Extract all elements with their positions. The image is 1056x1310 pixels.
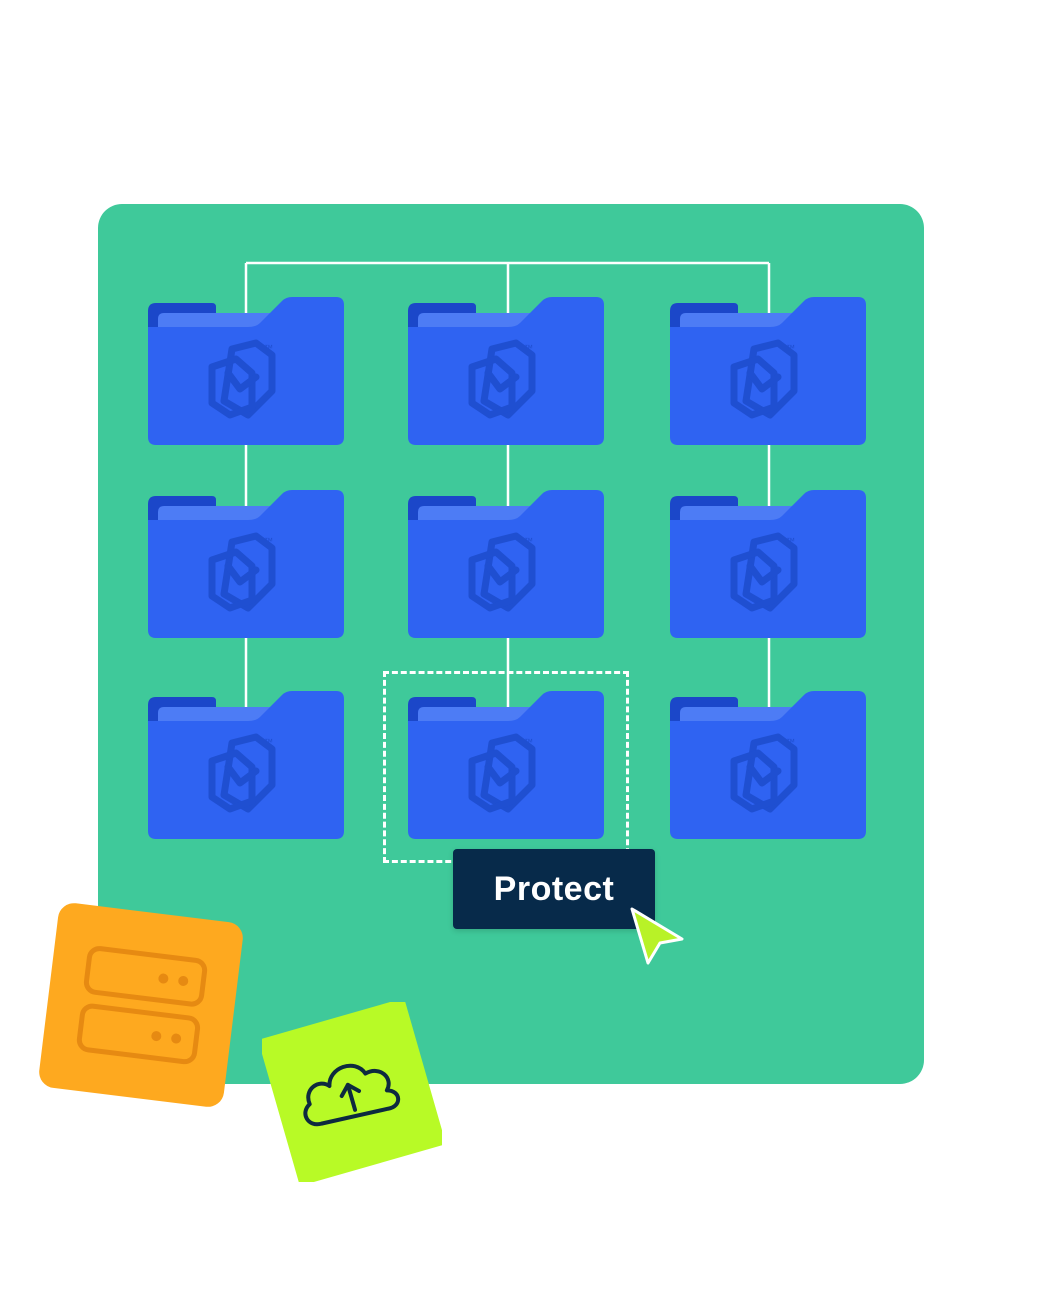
folder-icon[interactable]: ™: [670, 691, 866, 839]
server-icon: [76, 946, 208, 1065]
folder-icon[interactable]: ™: [670, 490, 866, 638]
trademark-mark: ™: [264, 343, 273, 353]
trademark-mark: ™: [524, 343, 533, 353]
folder-icon[interactable]: ™: [670, 297, 866, 445]
trademark-mark: ™: [264, 536, 273, 546]
trademark-mark: ™: [786, 536, 795, 546]
selection-marquee: [383, 671, 629, 863]
trademark-mark: ™: [524, 536, 533, 546]
folder-icon[interactable]: ™: [148, 490, 344, 638]
cursor-arrow-icon: [630, 907, 684, 965]
trademark-mark: ™: [524, 737, 533, 747]
brand-logo-icon: [208, 532, 276, 612]
brand-logo-icon: [468, 733, 536, 813]
trademark-mark: ™: [786, 737, 795, 747]
cloud-upload-tile: [262, 1002, 442, 1182]
brand-logo-icon: [730, 733, 798, 813]
folder-icon[interactable]: ™: [408, 297, 604, 445]
brand-logo-icon: [730, 532, 798, 612]
trademark-mark: ™: [786, 343, 795, 353]
folder-icon[interactable]: ™: [148, 297, 344, 445]
cloud-upload-icon: [303, 1063, 401, 1127]
folder-icon[interactable]: ™: [408, 490, 604, 638]
folder-icon[interactable]: ™: [408, 691, 604, 839]
server-tile: [39, 903, 243, 1107]
brand-logo-icon: [208, 339, 276, 419]
brand-logo-icon: [468, 339, 536, 419]
brand-logo-icon: [208, 733, 276, 813]
trademark-mark: ™: [264, 737, 273, 747]
brand-logo-icon: [468, 532, 536, 612]
brand-logo-icon: [730, 339, 798, 419]
protect-button[interactable]: Protect: [453, 849, 655, 929]
folder-icon[interactable]: ™: [148, 691, 344, 839]
